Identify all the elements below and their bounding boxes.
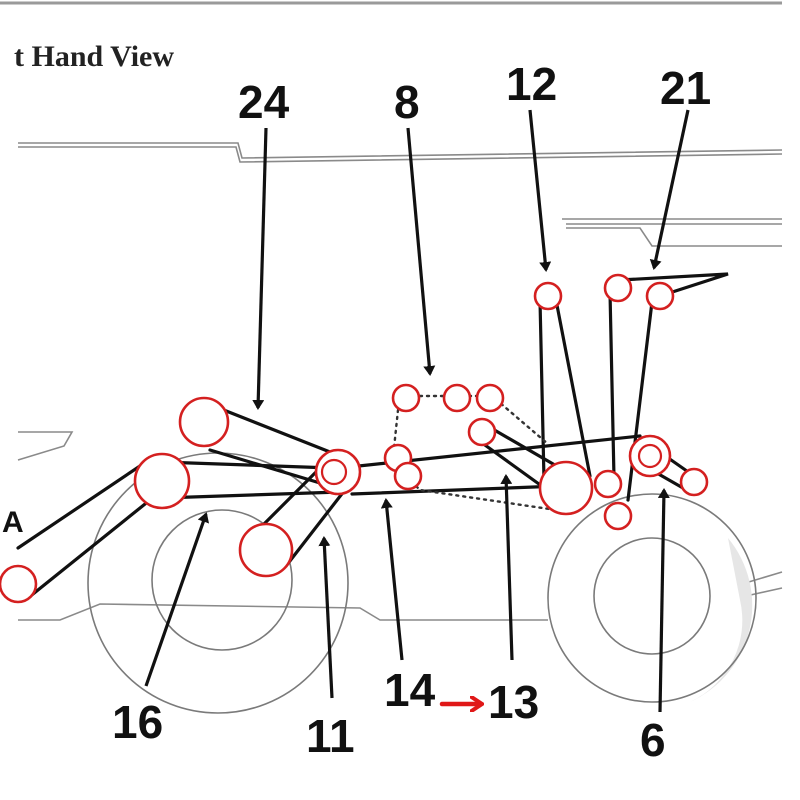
pulley-14-lower: [393, 461, 423, 491]
leader-11: [318, 536, 334, 699]
upper-body-line-inner: [18, 146, 783, 163]
upper-body-line: [18, 142, 783, 159]
label-8: 8: [394, 76, 420, 128]
pulley-11-lower: [238, 522, 294, 578]
label-11: 11: [306, 710, 355, 762]
leader-13: [500, 474, 514, 661]
label-12: 12: [506, 58, 557, 110]
label-16: 16: [112, 696, 163, 748]
leader-8: [406, 127, 436, 376]
pulley-21-top-right: [645, 281, 675, 311]
belt-21-left: [608, 290, 616, 480]
rear-tire: [547, 493, 757, 703]
pulleys: [0, 273, 709, 604]
leader-12: [528, 109, 552, 272]
label-21: 21: [660, 62, 711, 114]
front-rim: [151, 509, 293, 651]
pulley-6-inner: [637, 443, 663, 469]
pulley-8-c: [475, 383, 505, 413]
belt-front-lower: [26, 498, 152, 600]
rear-wheel: [547, 493, 757, 703]
label-24: 24: [238, 76, 290, 128]
leader-6: [657, 488, 670, 713]
belt-16-upper: [160, 460, 334, 470]
view-title: t Hand View: [14, 40, 174, 73]
leaders: [144, 109, 690, 713]
label-14: 14: [384, 664, 436, 716]
leader-16: [144, 512, 210, 687]
belt-8-bottom: [392, 408, 558, 512]
leader-14: [380, 498, 404, 661]
belt-13-lower: [476, 438, 552, 494]
label-cut-left: A: [2, 506, 24, 539]
belt-12-left: [538, 298, 546, 482]
pulley-16-large: [133, 452, 191, 510]
pulley-rear-large: [538, 460, 594, 516]
belt-11-right: [284, 484, 350, 568]
pulley-24-top-left: [178, 396, 230, 448]
belt-12-right: [554, 298, 592, 478]
label-6: 6: [640, 714, 666, 766]
pulley-13-small: [467, 417, 497, 447]
leader-24: [252, 127, 268, 410]
belt-8-dotted: [392, 394, 558, 512]
belts: [16, 272, 729, 600]
belt-21-top: [618, 272, 729, 298]
pulley-rear-idler: [593, 469, 623, 499]
machine-outline: [17, 142, 783, 621]
pulley-6-outer: [628, 434, 672, 478]
pulley-8-a: [391, 383, 421, 413]
rear-deck-line: [562, 218, 782, 225]
pulley-21-top-left: [603, 273, 633, 303]
belt-13-upper: [482, 422, 562, 470]
pulley-front-cut: [0, 564, 38, 604]
part-labels: 24 8 12 21 16 11 14 13 6 A: [2, 58, 711, 766]
lower-body-line: [18, 603, 548, 621]
belt-16-lower: [160, 490, 342, 500]
pulley-12-top: [533, 281, 563, 311]
front-hood-line: [17, 431, 74, 461]
leader-21: [649, 109, 690, 270]
pulley-6-rear: [679, 467, 709, 497]
rear-rim: [593, 537, 711, 655]
belt-main-lower: [350, 484, 562, 496]
pulley-center-inner: [320, 458, 348, 486]
belt-front-upper: [16, 464, 142, 550]
pulley-8-b: [442, 383, 472, 413]
rear-tire-shade: [690, 538, 753, 702]
label-13: 13: [488, 676, 539, 728]
pulley-rear-lower: [603, 501, 633, 531]
rear-step-line: [566, 227, 782, 247]
